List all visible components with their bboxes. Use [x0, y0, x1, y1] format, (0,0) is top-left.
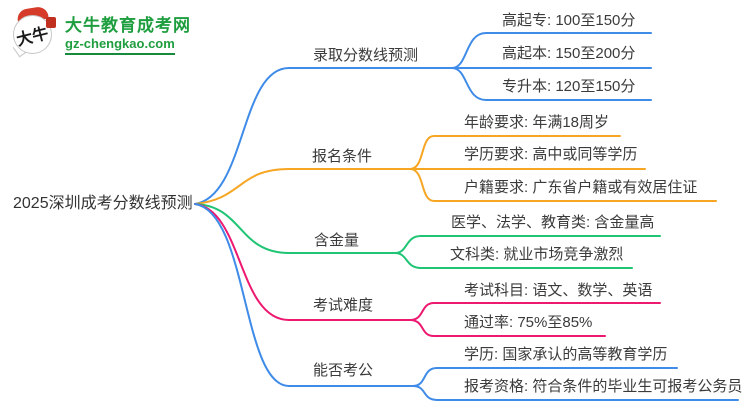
- logo-domain: gz-chengkao.com: [65, 36, 175, 55]
- dainiu-bubble-icon: 大牛: [12, 5, 58, 58]
- leaf-liberal-arts: 文科类: 就业市场竞争激烈: [450, 246, 624, 263]
- leaf-recognized-degree: 学历: 国家承认的高等教育学历: [464, 346, 668, 363]
- logo-wordmark: 大牛教育成考网 gz-chengkao.com: [65, 11, 191, 55]
- bubble-circle: 大牛: [13, 15, 52, 54]
- branch-label-difficulty: 考试难度: [313, 297, 374, 314]
- red-seal-icon: [46, 17, 56, 28]
- leaf-residence-requirement: 户籍要求: 广东省户籍或有效居住证: [464, 179, 698, 196]
- leaf-civil-service-eligibility: 报考资格: 符合条件的毕业生可报考公务员: [464, 378, 743, 395]
- branch-lines-civil-service: [194, 203, 739, 401]
- branch-label-scores: 录取分数线预测: [313, 47, 419, 64]
- logo-site-name: 大牛教育成考网: [65, 16, 191, 35]
- leaf-pass-rate: 通过率: 75%至85%: [464, 314, 593, 331]
- leaf-high-value-majors: 医学、法学、教育类: 含金量高: [451, 214, 655, 231]
- leaf-gaoqizhuan: 高起专: 100至150分: [502, 12, 636, 29]
- leaf-zhuanshengben: 专升本: 120至150分: [502, 78, 636, 95]
- branch-lines-difficulty: [194, 203, 661, 337]
- leaf-education-requirement: 学历要求: 高中或同等学历: [464, 146, 638, 163]
- branch-lines-conditions: [194, 135, 717, 205]
- branch-label-civil-service: 能否考公: [313, 362, 374, 379]
- branch-lines-scores: [194, 32, 652, 205]
- branch-label-value: 含金量: [314, 232, 360, 249]
- site-logo[interactable]: 大牛 大牛教育成考网 gz-chengkao.com: [12, 5, 191, 58]
- branch-lines-value: [194, 203, 661, 269]
- leaf-exam-subjects: 考试科目: 语文、数学、英语: [464, 282, 653, 299]
- branch-label-conditions: 报名条件: [312, 148, 373, 165]
- root-topic: 2025深圳成考分数线预测: [13, 195, 193, 212]
- leaf-gaoqiben: 高起本: 150至200分: [502, 45, 636, 62]
- leaf-age-requirement: 年龄要求: 年满18周岁: [464, 114, 610, 131]
